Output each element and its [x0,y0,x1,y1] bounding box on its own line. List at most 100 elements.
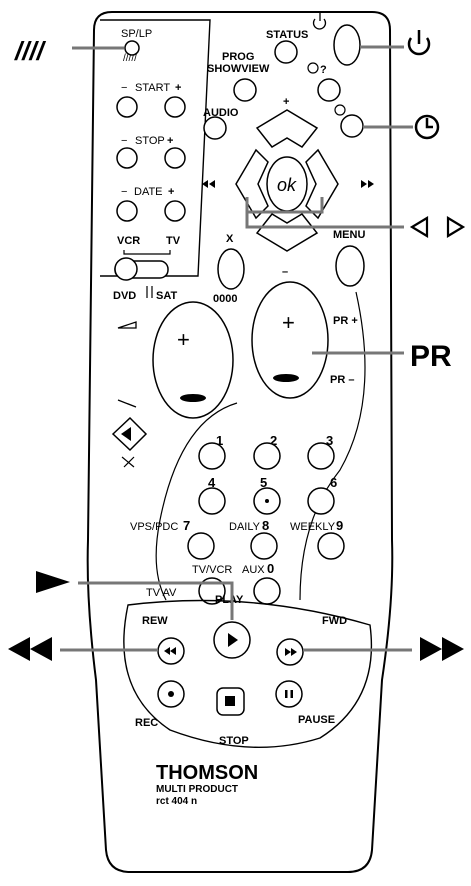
fwd-label: FWD [322,615,347,627]
start-plus: + [175,82,181,94]
fast-forward-icon [285,648,297,656]
date-plus: + [168,186,174,198]
dvd-sat-ticks [146,286,153,298]
nav-left-button[interactable] [235,148,269,220]
aux-label: AUX [242,564,265,576]
pause-button[interactable] [275,680,303,708]
key-9[interactable] [317,532,345,560]
tv-av-label: TV AV [146,587,177,599]
stop-label: STOP [135,135,165,147]
date-label: DATE [134,186,163,198]
key-2[interactable] [253,442,281,470]
menu-button[interactable] [335,245,365,287]
audio-label: AUDIO [203,107,239,119]
fast-forward-callout-icon [420,637,464,661]
play-icon [228,633,238,647]
key-3-label: 3 [326,433,333,448]
pause-label: PAUSE [298,714,335,726]
date-minus-button[interactable] [116,200,138,222]
dvd-label: DVD [113,290,136,302]
stop-minus: − [121,135,127,147]
volume-rocker[interactable] [152,301,234,419]
remote-body [86,11,394,873]
key-3[interactable] [307,442,335,470]
menu-label: MENU [333,229,365,241]
nav-leader [245,197,404,229]
transport-outline [123,599,373,748]
skip-back-icon [202,180,215,188]
sp-lp-label: SP/LP [121,28,152,40]
key-7[interactable] [187,532,215,560]
power-button[interactable] [333,24,361,66]
timer-icon [334,104,346,116]
play-leader [78,581,234,620]
pr-minus-label: PR – [330,374,354,386]
vps-pdc-label: VPS/PDC [130,521,178,533]
nav-down-button[interactable] [255,213,319,252]
timer-callout-icon [414,114,440,140]
volume-up-icon [117,321,137,329]
brand-name: THOMSON [156,762,258,784]
date-plus-button[interactable] [164,200,186,222]
timer-query-button[interactable] [317,78,341,102]
prog-showview-button[interactable] [233,78,257,102]
key-8-label: 8 [262,518,269,533]
rewind-icon [164,647,176,655]
key-1[interactable] [198,442,226,470]
pr-plus-sign: + [282,310,295,335]
record-icon [168,691,174,697]
mode-switch-knob[interactable] [114,257,138,281]
status-button[interactable] [274,40,298,64]
key-6-label: 6 [330,475,337,490]
nav-right-button[interactable] [305,148,339,220]
key-4-label: 4 [208,475,216,490]
key-5-label: 5 [260,475,267,490]
timer-query-icon [307,62,319,74]
rew-label: REW [142,615,168,627]
key-2-label: 2 [270,433,277,448]
sp-lp-button[interactable] [124,40,140,56]
play-label: PLAY [215,594,244,606]
timer-button[interactable] [340,114,364,138]
power-icon [312,13,327,30]
key-6[interactable] [307,487,335,515]
nav-minus-label: – [282,266,288,278]
x-button[interactable] [217,248,245,290]
sp-lp-callout: //// [14,36,47,66]
timer-query-label: ? [320,64,327,76]
volume-minus-button[interactable] [180,394,206,402]
pr-minus-button[interactable] [273,374,299,382]
zeros-label: 0000 [213,293,237,305]
skip-forward-icon [361,180,374,188]
stop-plus-button[interactable] [164,147,186,169]
key-8[interactable] [250,532,278,560]
date-minus: − [121,186,127,198]
key-1-label: 1 [216,433,223,448]
key-4[interactable] [198,487,226,515]
start-plus-button[interactable] [164,96,186,118]
weekly-label: WEEKLY [290,521,336,533]
audio-button[interactable] [203,116,227,140]
tv-label: TV [166,235,181,247]
mute-icon [111,416,148,468]
power-callout-icon [407,30,431,56]
start-label: START [135,82,170,94]
vcr-label: VCR [117,235,140,247]
nav-up-button[interactable] [255,109,319,148]
stop-label: STOP [219,735,249,747]
key-0[interactable] [253,577,281,605]
start-minus-button[interactable] [116,96,138,118]
prog-label-2: SHOWVIEW [207,63,270,75]
brand-line-1: MULTI PRODUCT [156,784,238,795]
prog-label-1: PROG [222,51,254,63]
key-5-dot [265,499,269,503]
stop-icon [225,696,235,706]
guide-curve [155,402,238,601]
arrow-left-icon [409,216,429,238]
stop-minus-button[interactable] [116,147,138,169]
pr-rocker[interactable] [251,281,329,399]
guide-curve-right [299,291,366,601]
key-7-label: 7 [183,518,190,533]
nav-plus-label: + [283,96,289,108]
